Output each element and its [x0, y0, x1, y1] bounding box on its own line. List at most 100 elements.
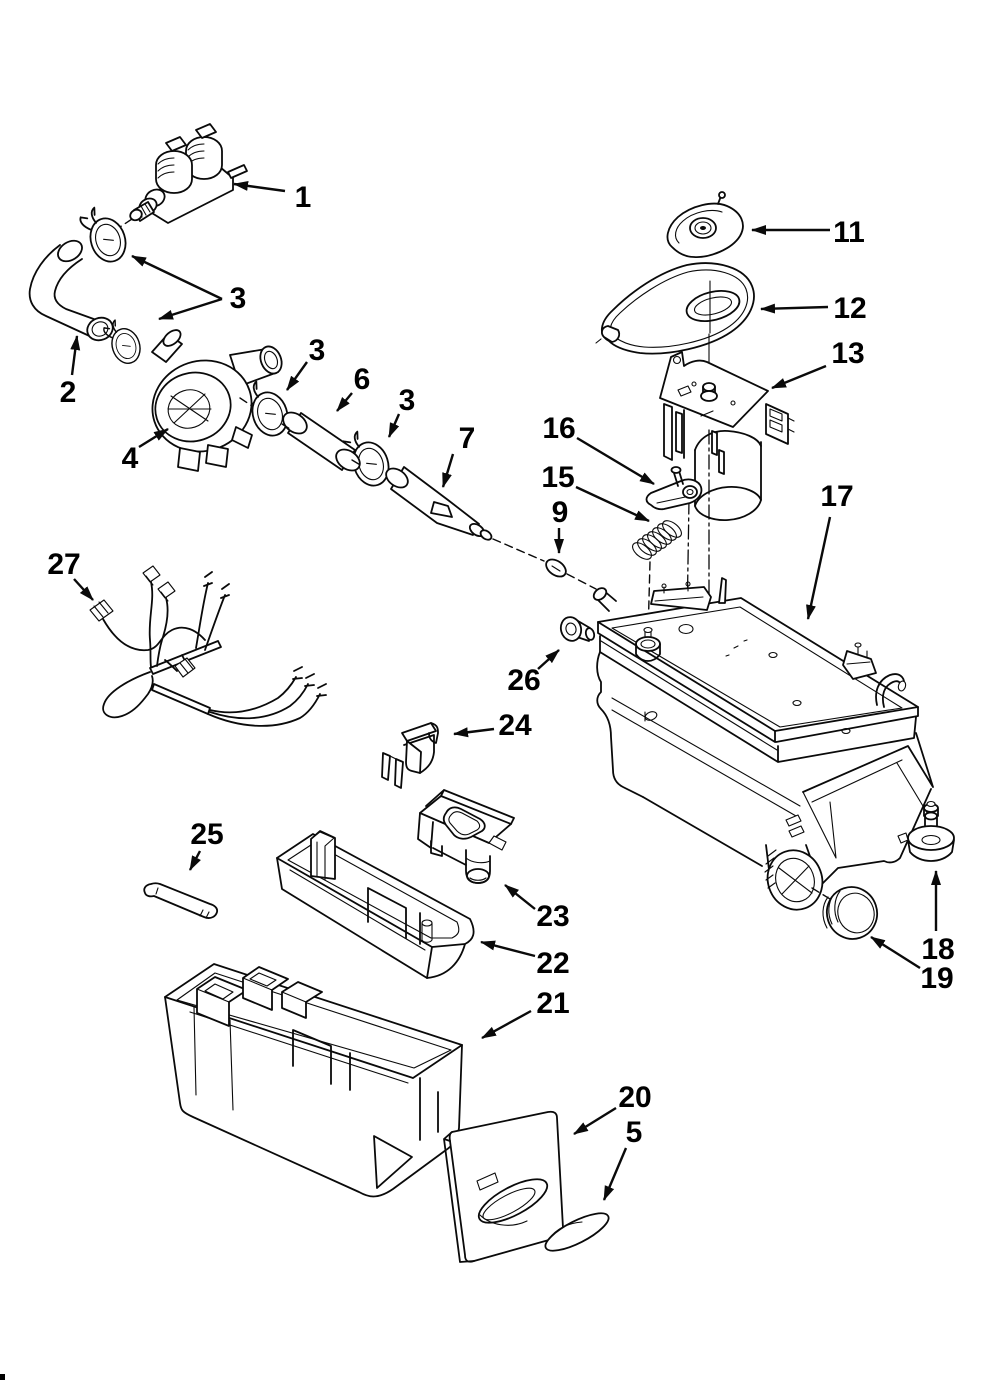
part-clip: [381, 722, 439, 789]
callout-7: 7: [441, 422, 476, 488]
callout-5-label: 5: [626, 1116, 643, 1149]
callout-1-arrow: [233, 180, 286, 193]
part-spring: [632, 520, 682, 637]
callout-6: 6: [336, 363, 371, 412]
callout-20-label: 20: [618, 1081, 651, 1114]
callout-22-arrow: [480, 940, 536, 958]
callout-11-label: 11: [833, 216, 865, 249]
callout-19: 19: [870, 935, 954, 995]
callout-21-label: 21: [536, 987, 569, 1020]
callout-9: 9: [552, 496, 569, 554]
callout-19-arrow: [870, 935, 921, 970]
callout-3a-arrow-1: [131, 254, 223, 301]
callout-6-label: 6: [354, 363, 371, 396]
callout-27-arrow: [73, 578, 94, 601]
callout-3b: 3: [286, 334, 326, 391]
callout-3a-arrow-2: [158, 297, 223, 321]
part-nozzle-tube: [385, 466, 493, 541]
callout-22-label: 22: [536, 947, 569, 980]
part-indicator-cover: [666, 191, 744, 258]
callout-24-label: 24: [498, 709, 532, 742]
callout-9-label: 9: [552, 496, 569, 529]
part-grommet: [559, 616, 596, 642]
callout-7-label: 7: [459, 422, 476, 455]
callout-3c: 3: [387, 384, 416, 438]
callout-22: 22: [480, 940, 570, 980]
callout-3b-label: 3: [309, 334, 326, 367]
part-outlet-coupling: [822, 886, 878, 940]
callout-20: 20: [573, 1081, 652, 1136]
callout-7-arrow: [441, 453, 455, 488]
part-connector-tube: [281, 411, 363, 472]
part-detergent-tray: [276, 830, 475, 979]
callout-21: 21: [481, 987, 570, 1040]
part-o-ring: [492, 538, 597, 590]
callout-24: 24: [453, 709, 532, 742]
callout-12: 12: [760, 292, 867, 325]
callout-4-label: 4: [122, 442, 139, 475]
callout-5-arrow: [602, 1147, 628, 1201]
callout-13-label: 13: [831, 337, 864, 370]
part-retainer-strip: [143, 882, 219, 919]
part-dispenser-seal: [595, 262, 755, 386]
part-dispenser-motor: [659, 351, 795, 627]
callout-4: 4: [122, 427, 169, 475]
callout-20-arrow: [573, 1106, 617, 1136]
callout-26: 26: [507, 649, 560, 697]
callout-15-label: 15: [541, 461, 574, 494]
callout-15: 15: [541, 461, 650, 523]
callout-19-label: 19: [920, 962, 953, 995]
part-drawer-front: [443, 1110, 565, 1263]
callout-18: 18: [921, 870, 955, 966]
callout-21-arrow: [481, 1009, 532, 1040]
part-vacuum-break: [897, 800, 955, 862]
callout-6-arrow: [336, 392, 353, 412]
callout-2-label: 2: [60, 376, 77, 409]
part-handle-insert: [544, 1212, 610, 1252]
callout-1: 1: [233, 180, 312, 214]
callout-3c-label: 3: [399, 384, 416, 417]
callout-3b-arrow: [286, 361, 308, 391]
part-dispenser-drawer: [164, 963, 463, 1198]
callout-1-label: 1: [295, 181, 312, 214]
callout-17-label: 17: [820, 480, 853, 513]
callout-4-arrow: [138, 427, 169, 449]
part-wire-harness: [89, 565, 327, 727]
callout-25-arrow: [188, 850, 202, 871]
callout-23: 23: [504, 884, 570, 933]
callouts: 1 2 3 3 6 3 4 7: [47, 180, 955, 1201]
callout-17-arrow: [806, 516, 832, 620]
callout-2: 2: [60, 335, 81, 409]
callout-27: 27: [47, 548, 94, 601]
part-siphon-cap: [417, 789, 515, 884]
callout-11: 11: [751, 216, 865, 249]
callout-23-arrow: [504, 884, 536, 910]
callout-26-arrow: [537, 649, 560, 670]
part-dispenser-housing: [592, 577, 934, 911]
callout-16-arrow: [576, 436, 655, 486]
callout-15-arrow: [575, 485, 650, 523]
print-artifact-mark: [0, 1374, 5, 1380]
callout-25: 25: [188, 818, 224, 871]
callout-16-label: 16: [542, 412, 575, 445]
callout-3a: 3: [131, 254, 247, 321]
callout-25-label: 25: [190, 818, 223, 851]
callout-13: 13: [771, 337, 865, 390]
callout-12-arrow: [760, 303, 829, 314]
part-water-inlet-valve: [113, 123, 248, 232]
callout-23-label: 23: [536, 900, 569, 933]
callout-2-arrow: [70, 335, 81, 376]
callout-3a-label: 3: [230, 282, 247, 315]
part-air-gap: [151, 329, 283, 472]
callout-5: 5: [602, 1116, 643, 1201]
callout-27-label: 27: [47, 548, 80, 581]
callout-17: 17: [806, 480, 854, 620]
part-actuator-lever: [645, 466, 703, 511]
callout-13-arrow: [771, 364, 827, 390]
callout-3c-arrow: [387, 413, 401, 438]
callout-18-label: 18: [921, 933, 954, 966]
callout-24-arrow: [453, 727, 495, 738]
callout-16: 16: [542, 412, 655, 486]
callout-26-label: 26: [507, 664, 540, 697]
